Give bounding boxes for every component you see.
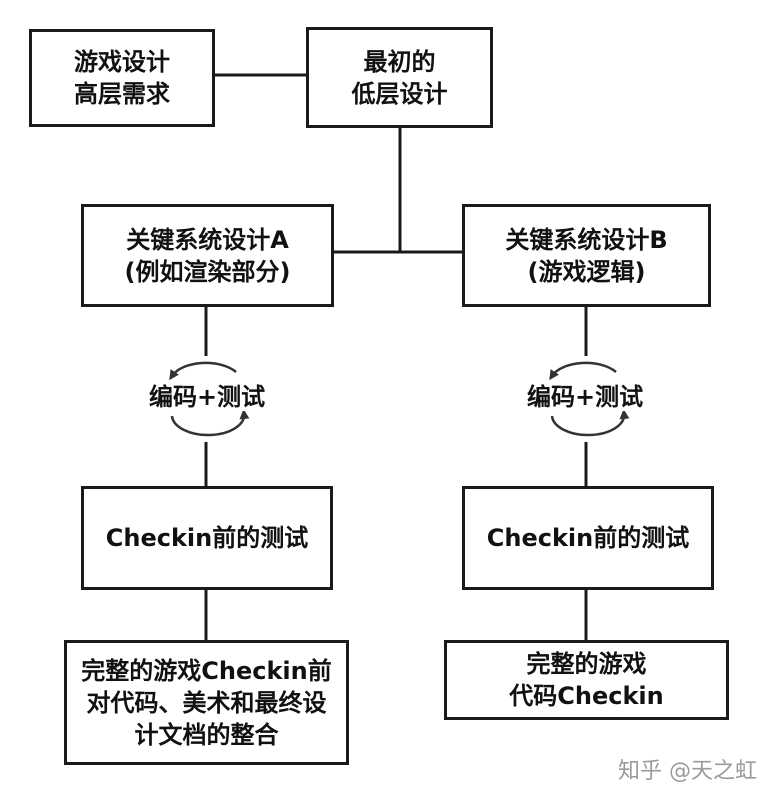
integration-b-box: 完整的游戏 代码Checkin: [444, 640, 729, 720]
system-b-line2: (游戏逻辑): [527, 257, 646, 286]
system-a-line2: (例如渲染部分): [124, 257, 291, 286]
initial-low-level-line1: 最初的: [363, 47, 436, 76]
high-level-line2: 高层需求: [74, 80, 170, 108]
initial-low-level-design-box: 最初的 低层设计: [306, 27, 493, 128]
integration-a-line3: 计文档的整合: [134, 720, 279, 749]
loop-arrow-bottom-b: [550, 409, 630, 437]
pre-checkin-test-a-box: Checkin前的测试: [81, 486, 333, 590]
system-a-line1: 关键系统设计A: [126, 225, 289, 254]
pre-checkin-test-b-label: Checkin前的测试: [486, 524, 690, 552]
system-b-line1: 关键系统设计B: [505, 225, 668, 254]
loop-arrow-top-b: [549, 361, 617, 381]
watermark-text: 知乎 @天之虹: [618, 759, 757, 784]
pre-checkin-test-b-box: Checkin前的测试: [462, 486, 714, 590]
system-b-design-box: 关键系统设计B (游戏逻辑): [462, 204, 711, 307]
high-level-line1: 游戏设计: [74, 48, 170, 76]
system-a-design-box: 关键系统设计A (例如渲染部分): [81, 204, 334, 307]
high-level-requirements-box: 游戏设计 高层需求: [29, 29, 215, 127]
initial-low-level-line2: 低层设计: [351, 79, 448, 108]
code-test-loop-label-a: 编码+测试: [147, 383, 268, 411]
loop-arrow-top-a: [169, 361, 237, 381]
integration-a-box: 完整的游戏Checkin前 对代码、美术和最终设 计文档的整合: [64, 640, 349, 765]
code-test-loop-label-b: 编码+测试: [525, 383, 646, 411]
pre-checkin-test-a-label: Checkin前的测试: [105, 524, 309, 552]
loop-arrow-bottom-a: [170, 409, 250, 437]
integration-a-line2: 对代码、美术和最终设: [86, 688, 327, 717]
integration-b-line1: 完整的游戏: [526, 650, 647, 678]
integration-b-line2: 代码Checkin: [509, 682, 664, 710]
integration-a-line1: 完整的游戏Checkin前: [81, 656, 332, 685]
